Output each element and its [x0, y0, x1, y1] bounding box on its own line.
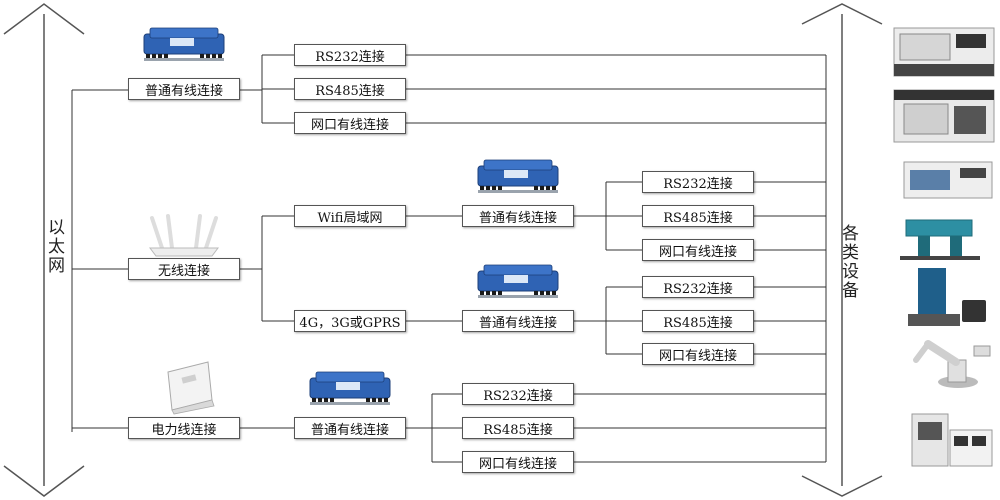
wifi-ethernet-box: 网口有线连接	[642, 239, 754, 261]
device-cnc-machine-icon	[893, 27, 995, 77]
device-industrial-robot-icon	[913, 340, 991, 388]
wifi-rs485-box: RS485连接	[642, 205, 754, 227]
cellular-box: 4G，3G或GPRS	[294, 310, 406, 332]
powerline-rs232-box: RS232连接	[462, 383, 574, 405]
device-measuring-machine-icon	[908, 268, 986, 326]
powerline-adapter-icon	[167, 361, 215, 415]
cellular-module-box: 普通有线连接	[462, 310, 574, 332]
cellular-module-icon	[477, 264, 559, 299]
device-cnc-lathe-icon	[903, 161, 993, 199]
cellular-rs485-box: RS485连接	[642, 310, 754, 332]
wired-ethernet-box: 网口有线连接	[294, 112, 406, 134]
wireless-branch-lines	[72, 181, 826, 355]
wifi-module-box: 普通有线连接	[462, 205, 574, 227]
wired-module-icon	[143, 27, 225, 62]
wifi-module-icon	[477, 159, 559, 194]
wired-branch-lines	[72, 54, 826, 124]
powerline-connection-box: 电力线连接	[128, 417, 240, 439]
devices-label: 各类设备	[838, 224, 858, 300]
ethernet-arrow	[3, 3, 85, 497]
cellular-rs232-box: RS232连接	[642, 276, 754, 298]
devices-arrow	[801, 3, 883, 497]
wifi-rs232-box: RS232连接	[642, 171, 754, 193]
device-cnc-machining-center-icon	[893, 89, 995, 143]
wireless-connection-box: 无线连接	[128, 258, 240, 280]
ethernet-label: 以太网	[44, 218, 64, 275]
powerline-module-icon	[309, 371, 391, 406]
powerline-ethernet-box: 网口有线连接	[462, 451, 574, 473]
powerline-branch-lines	[72, 393, 826, 463]
wired-connection-box: 普通有线连接	[128, 78, 240, 100]
powerline-module-box: 普通有线连接	[294, 417, 406, 439]
cellular-ethernet-box: 网口有线连接	[642, 343, 754, 365]
wired-rs485-box: RS485连接	[294, 78, 406, 100]
powerline-rs485-box: RS485连接	[462, 417, 574, 439]
wired-rs232-box: RS232连接	[294, 44, 406, 66]
device-band-saw-icon	[900, 219, 980, 260]
device-press-machine-icon	[911, 413, 993, 467]
wireless-router-icon	[149, 214, 219, 257]
wifi-lan-box: Wifi局域网	[294, 205, 406, 227]
